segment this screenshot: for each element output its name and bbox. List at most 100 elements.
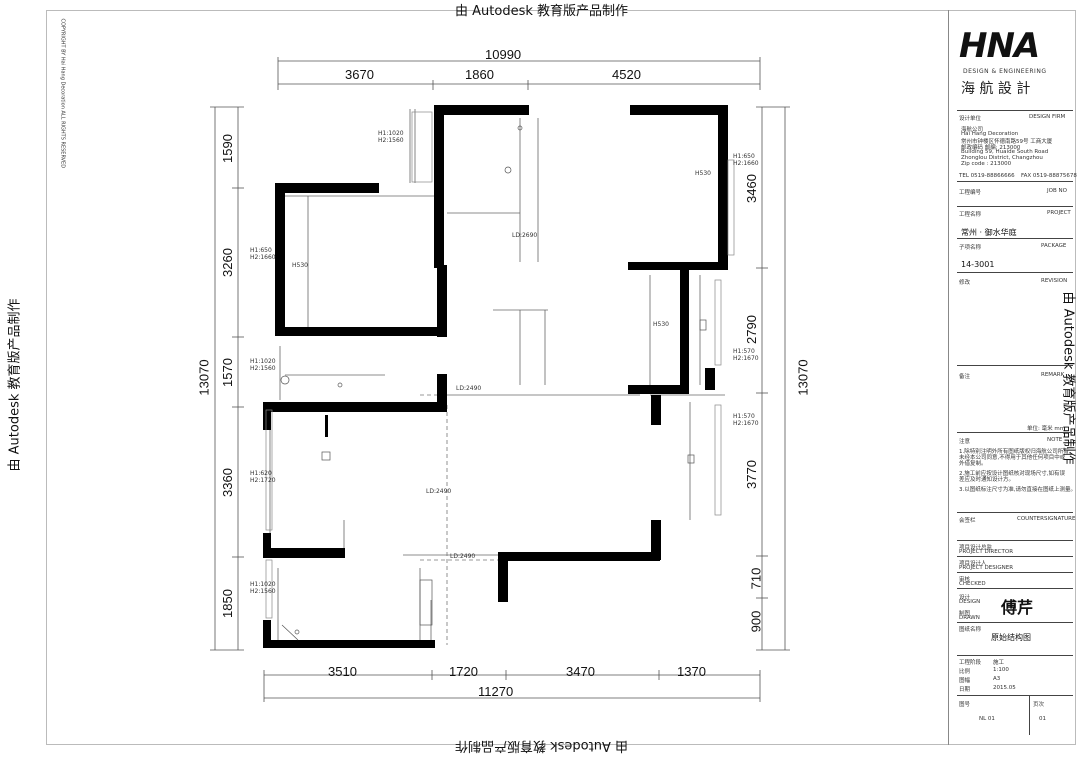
dim-bottom-total: 11270 (478, 684, 514, 699)
window-label: H1:570 H2:1670 (733, 348, 759, 362)
dim-bottom-2: 1720 (449, 664, 478, 679)
director-en: PROJECT DIRECTOR (959, 549, 1014, 555)
company-name-en: DESIGN & ENGINEERING (963, 68, 1047, 75)
revision-label: 修改 (959, 280, 971, 286)
package-value: 14-3001 (961, 260, 995, 269)
drawn-label: 制图 (959, 611, 971, 617)
dim-left-1: 1590 (219, 134, 235, 163)
tel: TEL 0519-88866666 (959, 173, 1015, 179)
design-label: 设计 (959, 595, 971, 601)
dim-left-total: 13070 (196, 359, 212, 396)
address-line: Zhonglou District, Changzhou (961, 155, 1043, 161)
company-name-cn: 海 航 設 計 (961, 81, 1031, 97)
window-label: H1:1020 H2:1560 (250, 581, 276, 595)
dim-top-3: 4520 (612, 67, 641, 82)
date-label: 日期 (959, 687, 971, 693)
drawing-title-label: 图纸名称 (959, 627, 982, 633)
checked-en: CHECKED (959, 581, 986, 587)
address-line: Zip code : 213000 (961, 161, 1012, 167)
signature-label: 会签栏 (959, 518, 976, 524)
window-label: H1:620 H2:1720 (250, 470, 276, 484)
dim-right-total: 13070 (795, 359, 811, 396)
dim-bottom-4: 1370 (677, 664, 706, 679)
beam-label: LD:2490 (450, 553, 476, 560)
note-en: NOTE (1047, 437, 1063, 443)
remark-en: REMARK (1041, 372, 1065, 378)
dim-right-4: 710 (748, 567, 764, 590)
size-value: A3 (993, 676, 1001, 682)
drawing-title: 原始结构图 (991, 633, 1031, 642)
height-label: H530 (695, 170, 711, 177)
drawing-no-value: NL 01 (979, 716, 995, 722)
title-block: HNA DESIGN & ENGINEERING 海 航 設 計 设计单位 DE… (948, 10, 1077, 745)
beam-label: LD:2490 (456, 385, 482, 392)
package-en: PACKAGE (1041, 243, 1067, 249)
note-line: 未经本公司同意,不得用于其他任何项目中或 (959, 455, 1066, 461)
note-line: 3.以图纸标注尺寸为准,请勿直接在图纸上测量。 (959, 487, 1076, 493)
dim-left-5: 1850 (219, 589, 235, 618)
address-line: 邮政编码 邮编: 213000 (961, 145, 1021, 151)
design-unit-label: 设计单位 (959, 116, 982, 122)
dim-left-2: 3260 (219, 248, 235, 277)
beam-label: LD:2690 (512, 232, 538, 239)
dim-right-1: 3460 (743, 174, 759, 203)
designer-en: PROJECT DESIGNER (959, 565, 1014, 571)
address-line: 常州市钟楼区怀德南路59号 工商大厦 (961, 139, 1053, 145)
note-line: 1.除特别注明外所有图纸版权归海航公司所有, (959, 449, 1071, 455)
address-line: 海航公司 (961, 127, 984, 133)
address-line: Hai Hang Decoration (961, 131, 1019, 137)
job-no-label: 工程编号 (959, 190, 982, 196)
signature-mark: 傅芹 (1001, 598, 1034, 617)
company-logo: HNA (959, 26, 1040, 66)
dim-top-2: 1860 (465, 67, 494, 82)
dim-right-5: 900 (748, 610, 764, 633)
dim-bottom-1: 3510 (328, 664, 357, 679)
package-label: 子项名称 (959, 245, 982, 251)
dim-left-3: 1570 (219, 358, 235, 387)
designer-label: 项目设计人 (959, 561, 987, 567)
unit-note: 单位: 毫米 mm (1027, 426, 1066, 432)
height-label: H530 (292, 262, 308, 269)
project-name: 常州 · 御水华庭 (961, 228, 1017, 237)
window-label: H1:1020 H2:1560 (250, 358, 276, 372)
dim-top-1: 3670 (345, 67, 374, 82)
address-line: Building 59, Huaide South Road (961, 149, 1049, 155)
job-no-en: JOB NO (1047, 188, 1067, 194)
design-en: DESIGN (959, 599, 981, 605)
watermark-top: 由 Autodesk 教育版产品制作 (455, 4, 628, 19)
drawn-en: DRAWN (959, 615, 980, 621)
note-line: 外借复制。 (959, 461, 987, 467)
dim-right-2: 2790 (743, 315, 759, 344)
beam-label: LD:2490 (426, 488, 452, 495)
director-label: 项目设计总监 (959, 545, 993, 551)
scale-value: 1:100 (993, 667, 1009, 673)
phase-value: 施工 (993, 660, 1005, 666)
signature-en: COUNTERSIGNATURE (1017, 516, 1076, 522)
height-label: H530 (653, 321, 669, 328)
project-en: PROJECT (1047, 210, 1071, 216)
dim-top-total: 10990 (485, 47, 522, 62)
window-label: H1:570 H2:1670 (733, 413, 759, 427)
checked-label: 审核 (959, 577, 971, 583)
design-unit-en: DESIGN FIRM (1029, 114, 1066, 120)
window-label: H1:650 H2:1660 (250, 247, 276, 261)
note-label: 注意 (959, 439, 971, 445)
note-line: 差应及时通知设计方。 (959, 477, 1015, 483)
sheet-value: 01 (1039, 716, 1046, 722)
dim-bottom-3: 3470 (566, 664, 595, 679)
date-value: 2015.05 (993, 685, 1016, 691)
drawing-border (46, 10, 1076, 745)
revision-en: REVISION (1041, 278, 1068, 284)
note-line: 2.施工前应按设计图纸核对现场尺寸,如有误 (959, 471, 1065, 477)
remark-label: 备注 (959, 374, 971, 380)
floor-plan (210, 57, 790, 702)
size-label: 图幅 (959, 678, 971, 684)
window-label: H1:1020 H2:1560 (378, 130, 404, 144)
fax: FAX 0519-88875678 (1021, 173, 1077, 179)
window-label: H1:650 H2:1660 (733, 153, 759, 167)
scale-label: 比例 (959, 669, 971, 675)
sheet-label: 页次 (1033, 702, 1045, 708)
dim-right-3: 3770 (743, 460, 759, 489)
phase-label: 工程阶段 (959, 660, 982, 666)
drawing-no-label: 图号 (959, 702, 971, 708)
